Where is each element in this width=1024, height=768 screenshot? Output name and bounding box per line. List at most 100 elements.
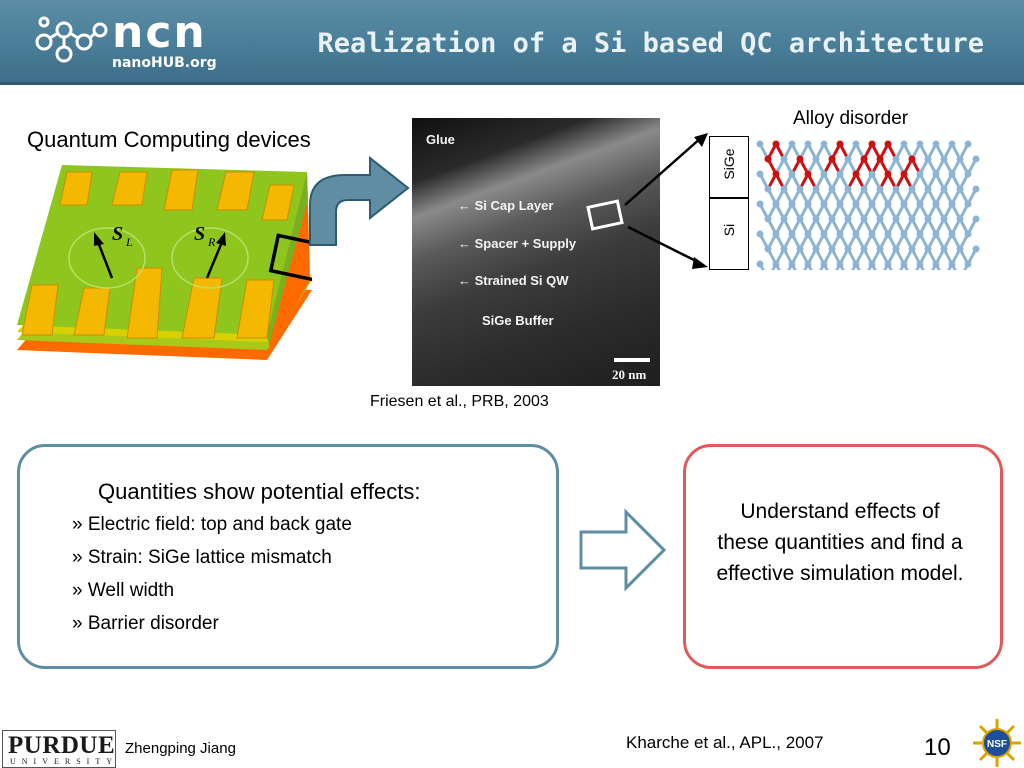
right-arrow-icon	[579, 508, 667, 592]
lattice-atom-si	[892, 155, 900, 163]
lattice-atom-si	[940, 245, 948, 253]
lattice-atom-si	[932, 170, 940, 178]
molecule-logo-icon	[35, 16, 108, 63]
lattice-atom-si	[844, 245, 852, 253]
quantum-dot-left	[68, 227, 146, 289]
lattice-atom-si	[908, 185, 916, 193]
lattice-atom-si	[860, 185, 868, 193]
zoom-arrows	[624, 133, 708, 269]
tem-label-buffer: SiGe Buffer	[482, 313, 554, 328]
gate-top-2	[111, 171, 148, 206]
lattice-atom-si	[828, 245, 836, 253]
header-divider	[0, 82, 1024, 85]
lattice-atom-ge	[772, 140, 780, 148]
lattice-atom-si	[932, 140, 940, 148]
lattice-atom-si	[964, 170, 972, 178]
lattice-atom-si	[932, 200, 940, 208]
lattice-atom-ge	[908, 155, 916, 163]
lattice-atom-si	[852, 260, 860, 268]
spin-arrow-left	[96, 241, 114, 279]
gate-top-4	[216, 171, 255, 211]
conclusion-text: Understand effects of these quantities a…	[716, 500, 964, 585]
tem-micrograph	[412, 118, 660, 386]
lattice-atom-si	[844, 155, 852, 163]
tem-label-spacer: ← Spacer + Supply	[458, 236, 577, 251]
gate-top-3	[163, 169, 199, 211]
lattice-atom-si	[860, 215, 868, 223]
lattice-atom-ge	[772, 170, 780, 178]
lattice-atom-si	[764, 215, 772, 223]
lattice-atom-si	[916, 140, 924, 148]
lattice-atom-si	[836, 170, 844, 178]
lattice-atom-ge	[764, 155, 772, 163]
lattice-atom-si	[796, 245, 804, 253]
lattice-atom-ge	[860, 155, 868, 163]
gate-top-1	[59, 171, 93, 206]
lattice-atom-si	[948, 170, 956, 178]
lattice-atom-si	[900, 260, 908, 268]
lattice-atom-si	[900, 200, 908, 208]
lattice-atom-si	[892, 215, 900, 223]
lattice-atom-si	[796, 185, 804, 193]
lattice-atom-si	[812, 185, 820, 193]
lattice-atom-si	[900, 230, 908, 238]
lattice-atom-si	[892, 185, 900, 193]
lattice-atom-si	[868, 260, 876, 268]
lattice-atom-si	[788, 260, 796, 268]
lattice-atom-si	[836, 200, 844, 208]
bullet-item: » Strain: SiGe lattice mismatch	[72, 547, 332, 568]
lattice-atom-si	[908, 245, 916, 253]
nsf-logo-icon: NSF	[973, 719, 1021, 767]
spin-left-label: S	[112, 223, 123, 245]
gate-bottom-1	[21, 284, 59, 336]
lattice-atom-si	[900, 140, 908, 148]
lattice-atom-si	[820, 140, 828, 148]
curved-arrow-icon	[309, 155, 410, 246]
lattice-atom-si	[788, 230, 796, 238]
lattice-atom-ge	[900, 170, 908, 178]
lattice-atom-si	[820, 170, 828, 178]
svg-text:L: L	[125, 235, 133, 249]
lattice-atom-si	[956, 155, 964, 163]
lattice-atom-si	[804, 200, 812, 208]
lattice-atom-si	[884, 230, 892, 238]
gate-bottom-4	[181, 277, 223, 339]
purdue-logo-text: PURDUE	[8, 732, 116, 759]
lattice-atom-si	[868, 170, 876, 178]
lattice-atom-si	[804, 260, 812, 268]
lattice-atom-si	[972, 245, 980, 253]
lattice-atom-si	[772, 260, 780, 268]
lattice-atom-si	[924, 245, 932, 253]
lattice-atom-si	[788, 170, 796, 178]
alloy-disorder-label: Alloy disorder	[793, 108, 909, 129]
lattice-atom-si	[828, 215, 836, 223]
lattice-atom-si	[820, 230, 828, 238]
lattice-atom-si	[844, 215, 852, 223]
zoom-box	[268, 233, 312, 283]
tem-label-cap: ← Si Cap Layer	[458, 198, 554, 213]
lattice-atom-si	[820, 260, 828, 268]
lattice-atom-si	[948, 200, 956, 208]
svg-text:R: R	[207, 235, 216, 249]
lattice-atom-si	[764, 185, 772, 193]
lattice-atom-si	[780, 215, 788, 223]
lattice-atom-si	[836, 230, 844, 238]
lattice-atom-si	[780, 245, 788, 253]
lattice-atom-ge	[876, 155, 884, 163]
lattice-atom-si	[948, 140, 956, 148]
lattice-atom-si	[916, 170, 924, 178]
lattice-atom-ge	[804, 170, 812, 178]
lattice-atom-si	[804, 230, 812, 238]
lattice-atom-si	[964, 140, 972, 148]
lattice-atom-si	[812, 155, 820, 163]
lattice-atom-si	[868, 230, 876, 238]
lattice-atom-si	[844, 185, 852, 193]
lattice-atom-si	[796, 215, 804, 223]
lattice-atom-ge	[884, 140, 892, 148]
presenter-name: Zhengping Jiang	[125, 740, 236, 757]
tem-label-qw: ← Strained Si QW	[458, 273, 569, 288]
lattice-atom-si	[820, 200, 828, 208]
lattice-atom-ge	[852, 170, 860, 178]
lattice-atom-si	[964, 200, 972, 208]
quantities-title: Quantities show potential effects:	[98, 479, 421, 504]
